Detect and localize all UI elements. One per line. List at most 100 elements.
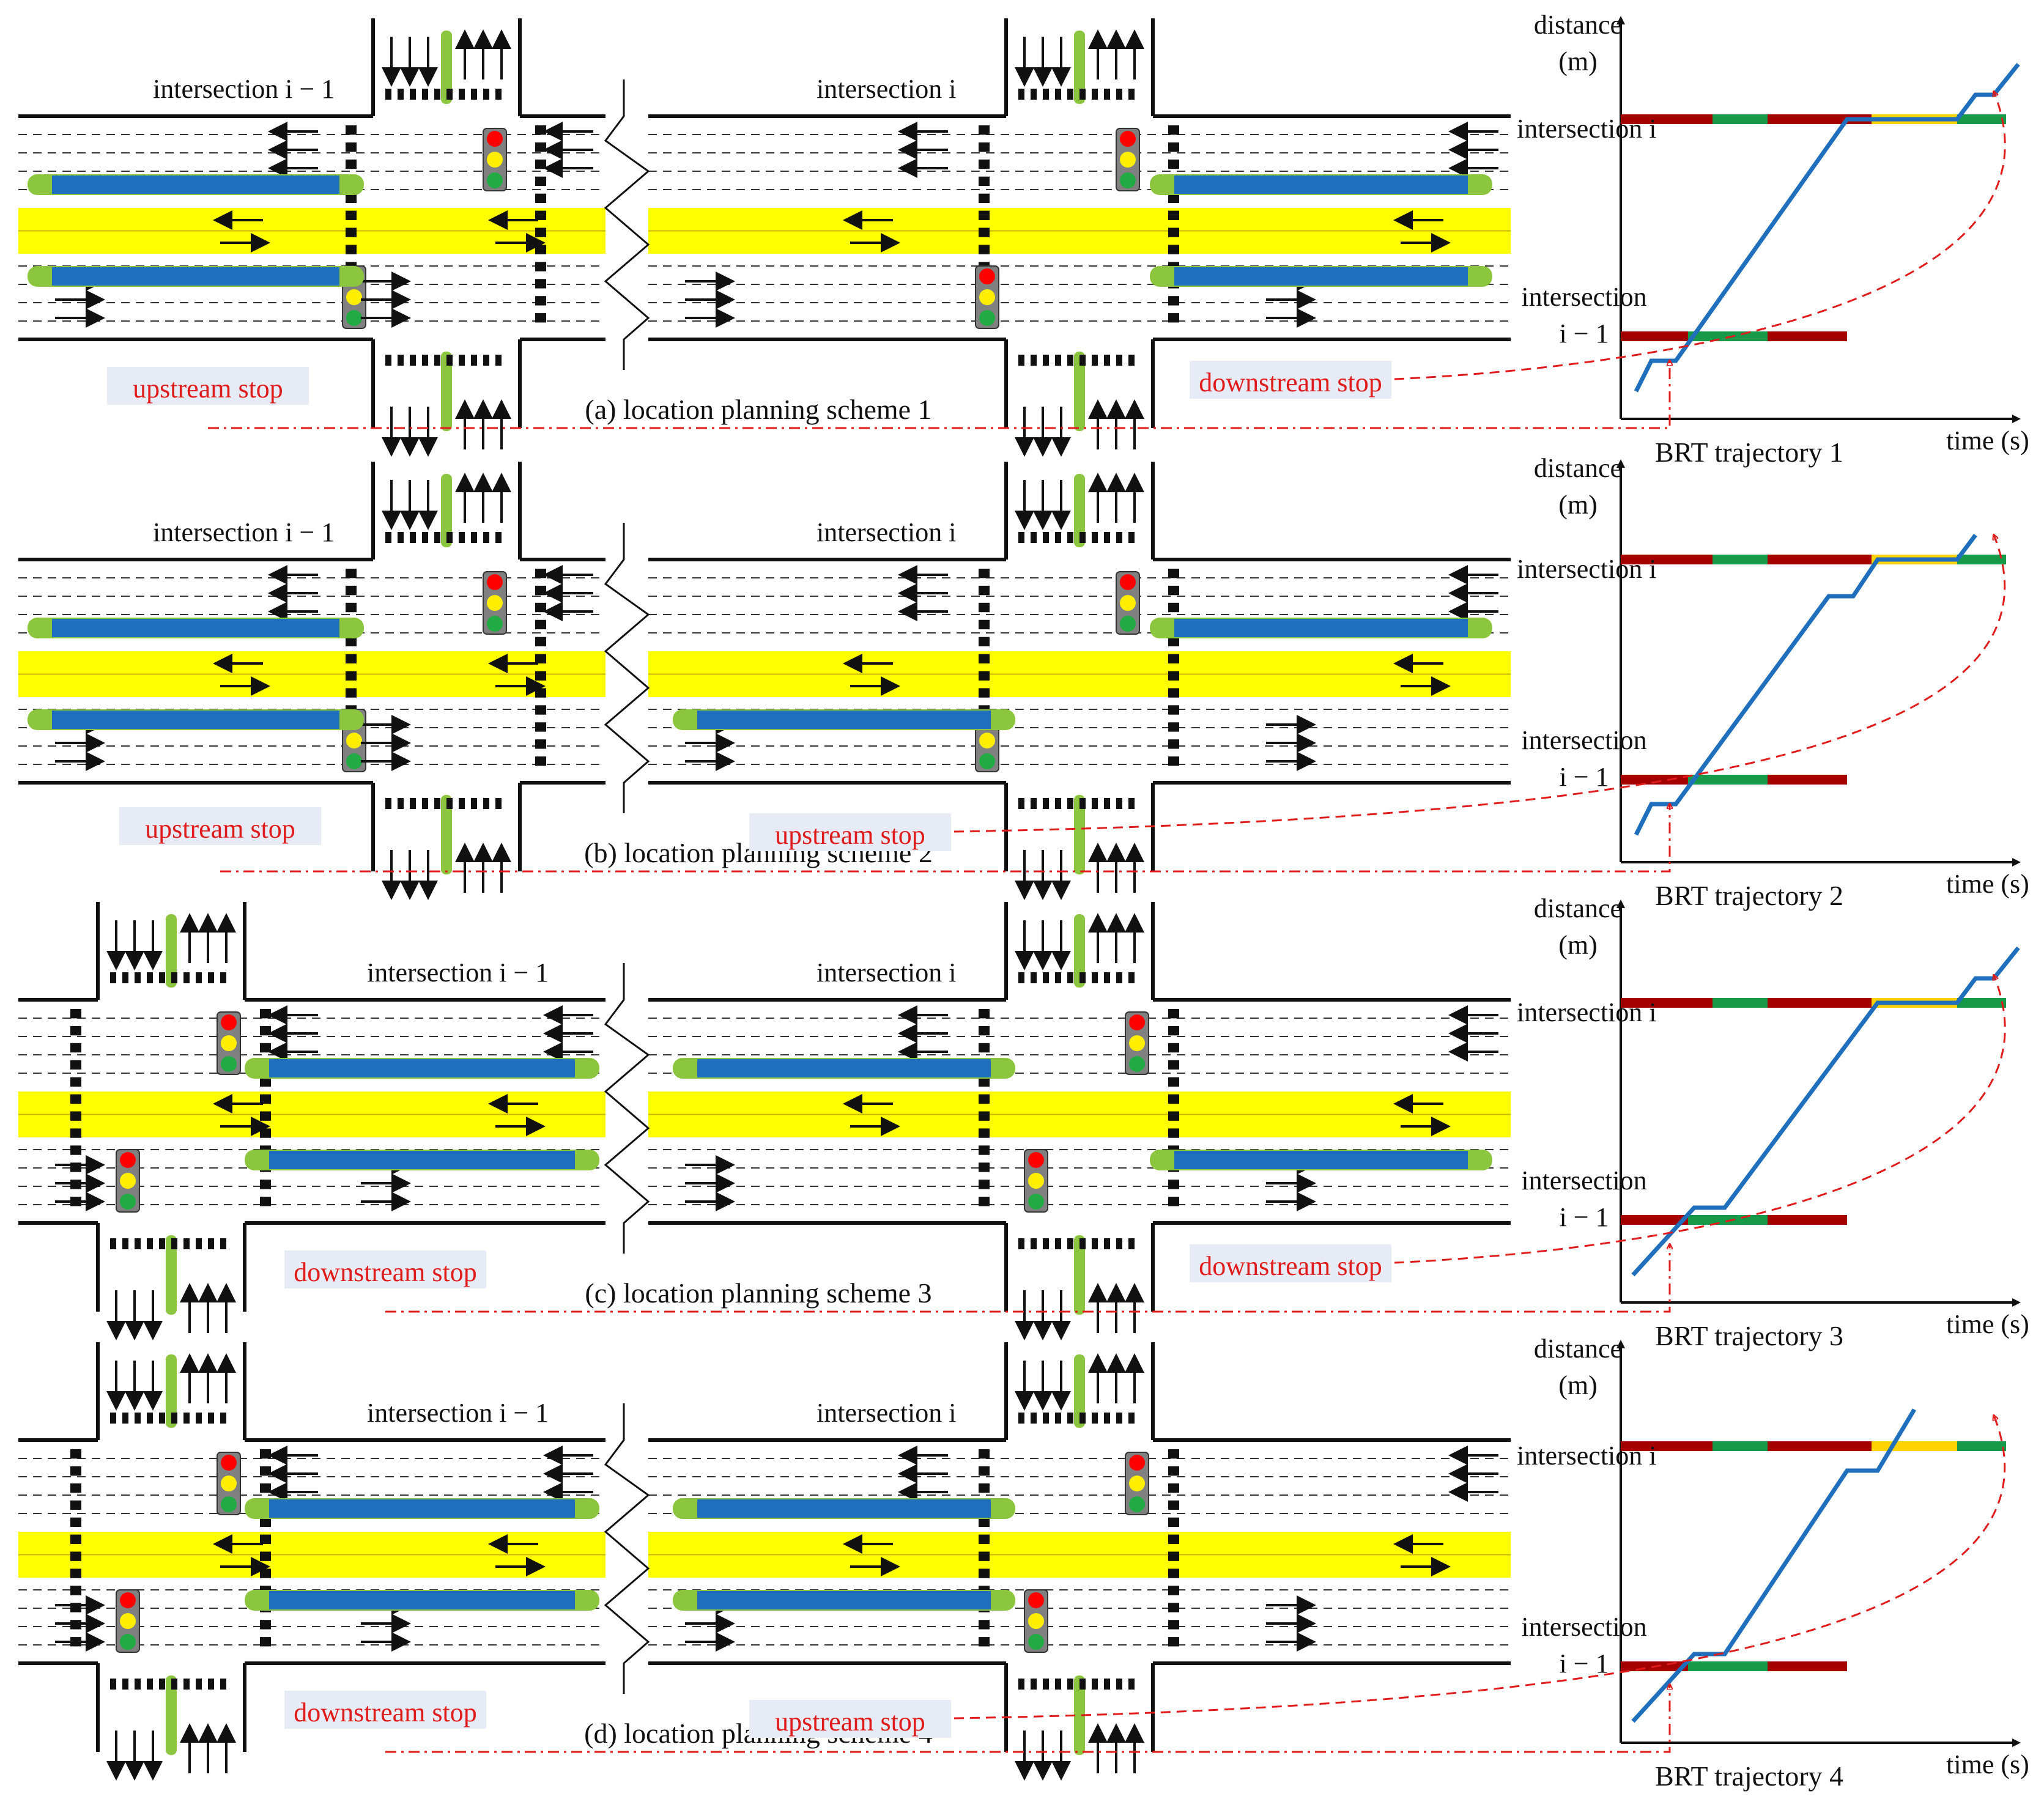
crosswalk-stripe (1055, 1238, 1061, 1249)
crosswalk-stripe (979, 1043, 990, 1053)
crosswalk-stripe (1067, 1413, 1073, 1424)
brt-trajectory (1631, 946, 2020, 1277)
crosswalk-stripe (1128, 1238, 1135, 1249)
crosswalk-stripe (1168, 1094, 1179, 1104)
crosswalk-stripe (260, 1620, 271, 1630)
crosswalk-stripe (979, 602, 990, 613)
crosswalk-stripe (1128, 798, 1135, 809)
crosswalk-stripe (70, 1500, 81, 1510)
crosswalk-stripe (1104, 1679, 1110, 1690)
stop-label-bg (1190, 1244, 1391, 1282)
crosswalk-stripe (1168, 1009, 1179, 1019)
crosswalk-stripe (122, 972, 128, 983)
crosswalk-stripe (346, 245, 357, 254)
crosswalk-stripe (979, 654, 990, 663)
bus-platform (52, 711, 339, 729)
crosswalk-stripe (495, 532, 502, 543)
crosswalk-stripe (1031, 532, 1037, 543)
traffic-signal-icon (116, 1589, 140, 1653)
crosswalk-stripe (1079, 89, 1086, 100)
crosswalk-stripe (1018, 1238, 1024, 1249)
crosswalk-stripe (1067, 89, 1073, 100)
crosswalk-stripe (1104, 532, 1110, 543)
crosswalk-stripe (535, 688, 546, 698)
crosswalk-stripe (979, 227, 990, 237)
crosswalk-stripe (1018, 89, 1024, 100)
crosswalk-stripe (495, 89, 502, 100)
crosswalk-stripe (1031, 972, 1037, 983)
red-phase (1621, 555, 1713, 564)
green-phase (1688, 331, 1768, 341)
green-phase (1688, 1661, 1768, 1671)
median-island (166, 1235, 177, 1315)
crosswalk-stripe (1168, 1637, 1179, 1647)
median-island (1074, 1675, 1085, 1755)
crosswalk-stripe (70, 1145, 81, 1155)
right-intersection-label: intersection i (816, 517, 957, 547)
traffic-signal-icon (483, 571, 507, 635)
crosswalk-stripe (1055, 89, 1061, 100)
crosswalk-stripe (1055, 1679, 1061, 1690)
crosswalk-stripe (1168, 1517, 1179, 1527)
stop-label-bg (119, 807, 321, 845)
crosswalk-stripe (1043, 532, 1049, 543)
crosswalk-stripe (346, 671, 357, 681)
panel-caption: (c) location planning scheme 3 (585, 1277, 931, 1309)
crosswalk-stripe (135, 972, 141, 983)
annotation-connector (1394, 975, 2006, 1264)
crosswalk-stripe (1128, 1413, 1135, 1424)
crosswalk-stripe (535, 722, 546, 732)
crosswalk-stripe (1116, 972, 1122, 983)
crosswalk-stripe (1116, 1413, 1122, 1424)
crosswalk-stripe (70, 1111, 81, 1121)
crosswalk-stripe (70, 1449, 81, 1459)
crosswalk-stripe (535, 296, 546, 306)
median-island (441, 31, 452, 104)
crosswalk-stripe (979, 619, 990, 630)
crosswalk-stripe (1018, 1413, 1024, 1424)
crosswalk-stripe (196, 1679, 202, 1690)
crosswalk-stripe (385, 355, 391, 366)
crosswalk-stripe (1055, 1413, 1061, 1424)
plot-title: BRT trajectory 1 (1655, 437, 1843, 468)
stop-label: downstream stop (1199, 368, 1382, 397)
crosswalk-stripe (260, 1483, 271, 1493)
brt-trajectory (1634, 533, 1977, 836)
crosswalk-stripe (70, 1043, 81, 1053)
crosswalk-stripe (398, 798, 404, 809)
crosswalk-stripe (208, 972, 214, 983)
plot-title: BRT trajectory 4 (1655, 1760, 1843, 1792)
crosswalk-stripe (1128, 1679, 1135, 1690)
crosswalk-stripe (535, 279, 546, 289)
crosswalk-stripe (385, 89, 391, 100)
crosswalk-stripe (410, 89, 416, 100)
crosswalk-stripe (422, 532, 428, 543)
intersection-panel-c (18, 902, 1511, 1340)
green-phase (1957, 114, 2006, 124)
crosswalk-stripe (979, 1094, 990, 1104)
crosswalk-stripe (346, 159, 357, 169)
crosswalk-stripe (260, 1449, 271, 1459)
intersection-panel-a (18, 18, 1511, 457)
stop-label: downstream stop (294, 1257, 476, 1287)
crosswalk-stripe (159, 1413, 165, 1424)
median-island (1074, 795, 1085, 874)
crosswalk-stripe (171, 972, 177, 983)
crosswalk-stripe (147, 972, 153, 983)
stop-label: upstream stop (145, 814, 295, 844)
crosswalk-stripe (1168, 1534, 1179, 1544)
traffic-signal-icon (483, 128, 507, 191)
y-axis-label: (m) (1558, 46, 1598, 76)
crosswalk-stripe (147, 1238, 153, 1249)
crosswalk-stripe (446, 89, 453, 100)
crosswalk-stripe (346, 602, 357, 613)
crosswalk-stripe (159, 972, 165, 983)
median-island (1074, 1354, 1085, 1428)
crosswalk-stripe (208, 1413, 214, 1424)
plot-labels-b: distance(m)time (s)BRT trajectory 2inter… (1517, 453, 2029, 911)
crosswalk-stripe (410, 532, 416, 543)
crosswalk-stripe (535, 637, 546, 647)
crosswalk-stripe (1168, 1586, 1179, 1595)
median-island (1074, 1235, 1085, 1315)
crosswalk-stripe (70, 1466, 81, 1476)
